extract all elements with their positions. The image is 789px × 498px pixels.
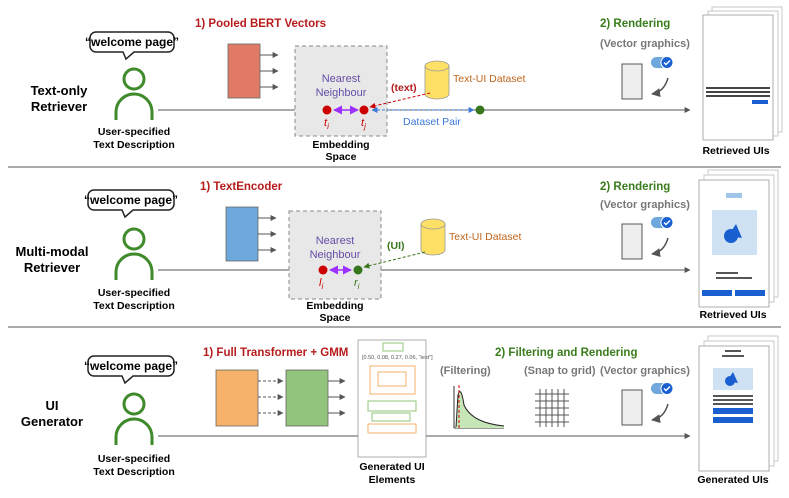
filter-curve-icon — [453, 385, 505, 430]
embedding-space-box — [288, 210, 382, 300]
retriever-label: Retriever — [24, 260, 80, 275]
retriever-label: Text-only — [31, 83, 89, 98]
generator-label: Generator — [21, 414, 83, 429]
step-1-title: 1) Pooled BERT Vectors — [195, 18, 326, 30]
step-1-title: 1) Full Transformer + GMM — [203, 347, 348, 359]
nearest-neighbour-label: Nearest — [316, 235, 355, 247]
dataset-pair-label: Dataset Pair — [403, 116, 461, 128]
speech-bubble: “welcome page” — [85, 31, 179, 61]
nearest-neighbour-label: Neighbour — [316, 87, 367, 99]
row-text-only-retriever: “welcome page” Text-only Retriever User-… — [31, 6, 783, 163]
user-desc-label: Text Description — [93, 466, 175, 478]
embedding-label: Embedding — [306, 300, 363, 312]
dataset-query-arrow — [363, 251, 426, 269]
person-icon — [114, 227, 154, 280]
retrieved-ui-thumbnail — [702, 6, 783, 141]
user-desc-label: Text Description — [93, 300, 175, 312]
tj-label: tj — [361, 117, 366, 131]
render-icon — [621, 216, 674, 260]
li-point — [318, 265, 328, 275]
vector-graphics-label: (Vector graphics) — [600, 365, 690, 377]
render-icon — [621, 382, 674, 426]
ui-pair-point — [475, 105, 485, 115]
embedding-label: Embedding — [312, 139, 369, 151]
embedding-space-box — [294, 45, 388, 137]
dataset-query-arrow — [369, 92, 431, 109]
text-encoder-box — [225, 206, 259, 262]
generated-ui-thumbnail — [698, 335, 779, 472]
dataset-label: Text-UI Dataset — [449, 231, 521, 243]
row-ui-generator: “welcome page” UI Generator User-specifi… — [21, 335, 779, 486]
database-icon — [420, 218, 446, 256]
user-desc-label: User-specified — [98, 453, 170, 465]
step-2-title: 2) Rendering — [600, 18, 670, 30]
nearest-neighbour-label: Nearest — [322, 73, 361, 85]
retriever-label: Multi-modal — [16, 244, 89, 259]
ti-point — [322, 105, 332, 115]
bubble-text: “welcome page” — [85, 35, 179, 49]
bubble-text: “welcome page” — [84, 359, 178, 373]
user-desc-label: User-specified — [98, 126, 170, 138]
element-tuple: [0.50, 0.08, 0.27, 0.06, “text”] — [362, 355, 433, 361]
text-tag: (text) — [391, 82, 417, 94]
person-icon — [114, 392, 154, 445]
ti-label: ti — [324, 117, 329, 131]
generated-elements-label: Elements — [369, 474, 416, 486]
tj-point — [359, 105, 369, 115]
vector-graphics-label: (Vector graphics) — [600, 38, 690, 50]
retrieved-ui-thumbnail — [698, 169, 779, 308]
transformer-encoder-box — [215, 369, 259, 427]
step-1-title: 1) TextEncoder — [200, 181, 283, 193]
generated-elements-panel: [0.50, 0.08, 0.27, 0.06, “text”] — [357, 339, 433, 458]
bubble-text: “welcome page” — [84, 193, 178, 207]
ri-point — [353, 265, 363, 275]
database-icon — [424, 60, 450, 100]
vector-graphics-label: (Vector graphics) — [600, 199, 690, 211]
filtering-label: (Filtering) — [440, 365, 491, 377]
result-label: Retrieved UIs — [699, 309, 766, 321]
bert-vector-box — [227, 43, 261, 99]
row-multi-modal-retriever: “welcome page” Multi-modal Retriever Use… — [16, 169, 779, 324]
generator-label: UI — [46, 398, 59, 413]
step-2-title: 2) Filtering and Rendering — [495, 347, 637, 359]
speech-bubble: “welcome page” — [84, 355, 178, 385]
speech-bubble: “welcome page” — [84, 189, 178, 219]
step-2-title: 2) Rendering — [600, 181, 670, 193]
user-desc-label: User-specified — [98, 287, 170, 299]
generated-elements-label: Generated UI — [359, 461, 424, 473]
result-label: Retrieved UIs — [702, 145, 769, 157]
ri-label: ri — [354, 277, 360, 291]
result-label: Generated UIs — [697, 474, 768, 486]
user-desc-label: Text Description — [93, 139, 175, 151]
embedding-label: Space — [320, 312, 351, 324]
snap-label: (Snap to grid) — [524, 365, 596, 377]
nearest-neighbour-label: Neighbour — [310, 249, 361, 261]
ui-tag: (UI) — [387, 240, 405, 252]
transformer-decoder-box — [285, 369, 329, 427]
person-icon — [114, 67, 154, 120]
retriever-label: Retriever — [31, 99, 87, 114]
render-icon — [621, 56, 674, 100]
dataset-label: Text-UI Dataset — [453, 73, 525, 85]
li-label: li — [319, 277, 323, 291]
snap-grid-icon — [535, 389, 569, 427]
embedding-label: Space — [326, 151, 357, 163]
